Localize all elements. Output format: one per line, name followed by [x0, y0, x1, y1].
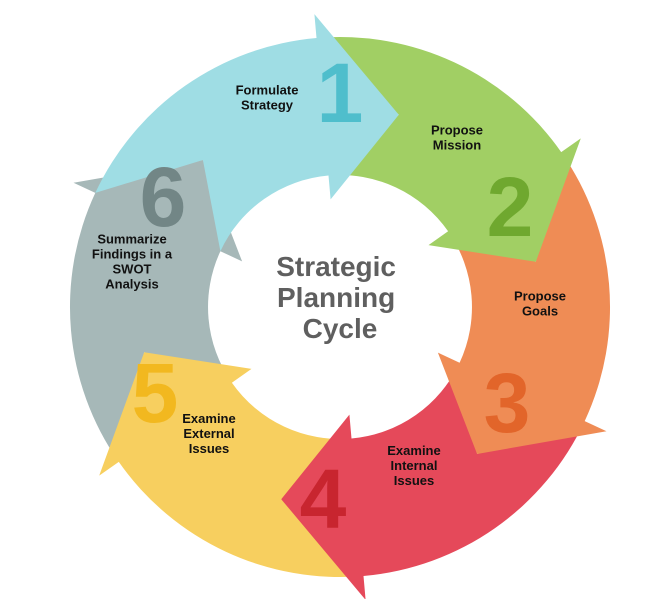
stage-arrow-1	[95, 14, 399, 252]
stage-label-line: Internal	[391, 458, 438, 473]
center-title-line-1: Strategic	[276, 251, 396, 282]
stage-number-6: 6	[140, 150, 187, 244]
stage-arrow-6	[69, 160, 243, 462]
stage-label-line: Propose	[431, 123, 483, 138]
stage-number-5: 5	[132, 346, 179, 440]
stage-number-4: 4	[300, 452, 347, 546]
stage-arrow-5	[99, 352, 364, 578]
center-title-line-3: Cycle	[303, 313, 378, 344]
stage-arrow-3	[437, 152, 611, 454]
stage-label-line: Strategy	[241, 98, 294, 113]
stage-arrow-4	[281, 362, 585, 599]
stage-label-line: Examine	[387, 443, 440, 458]
stage-label-line: Mission	[433, 138, 481, 153]
cycle-arrows	[69, 14, 611, 599]
stage-arrow-2	[316, 36, 581, 262]
stage-number-1: 1	[317, 46, 364, 140]
stage-number-2: 2	[487, 160, 534, 254]
stage-label-line: Issues	[394, 473, 434, 488]
stage-number-3: 3	[484, 356, 531, 450]
stage-label-line: External	[183, 426, 234, 441]
stage-label-line: Analysis	[105, 277, 158, 292]
stage-label-line: Summarize	[97, 232, 166, 247]
center-title-line-2: Planning	[277, 282, 395, 313]
stage-label-line: SWOT	[113, 262, 152, 277]
stage-label-line: Formulate	[236, 83, 299, 98]
stage-label-line: Propose	[514, 289, 566, 304]
stage-label-line: Examine	[182, 411, 235, 426]
stage-label-line: Issues	[189, 441, 229, 456]
center-title: Strategic Planning Cycle	[276, 251, 404, 344]
stage-label-line: Goals	[522, 304, 558, 319]
stage-label-line: Findings in a	[92, 247, 173, 262]
